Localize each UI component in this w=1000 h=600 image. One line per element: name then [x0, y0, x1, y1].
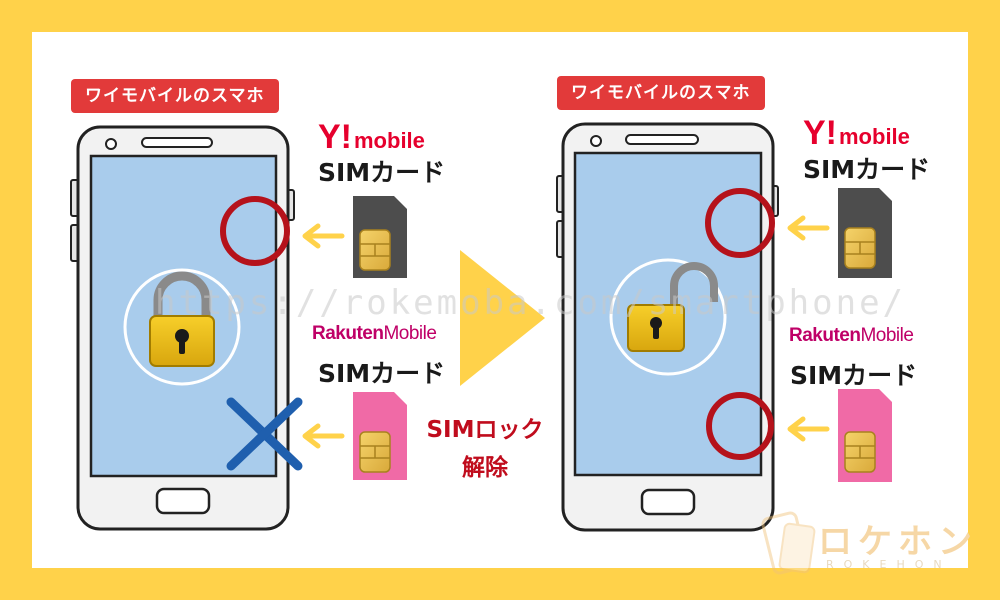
left-title-badge: ワイモバイルのスマホ: [71, 79, 279, 113]
left-rakuten-logo: RakutenMobile: [312, 323, 437, 345]
right-rakuten-logo: RakutenMobile: [789, 325, 914, 347]
right-lock-ring: [609, 258, 727, 376]
ymobile-logo-y: Y!: [803, 114, 837, 152]
right-rakuten-sim-icon: [838, 389, 892, 482]
left-ymobile-logo: Y!mobile: [318, 118, 425, 157]
right-phone: [556, 122, 779, 532]
right-phone-speaker: [625, 134, 699, 145]
right-ymobile-slot-ok-icon: [705, 188, 775, 258]
left-lock-ring: [123, 268, 241, 386]
left-rakuten-slot-cross-icon: [226, 397, 303, 471]
right-ymobile-sim-icon: [838, 188, 892, 278]
url-watermark: https://rokemoba.com/smartphone/: [155, 283, 907, 323]
left-phone: [70, 125, 303, 531]
rokehon-logo: ロケホン ROKEHON: [758, 510, 978, 580]
right-rakuten-slot-ok-icon: [706, 392, 774, 460]
center-play-arrow-icon: [460, 250, 545, 386]
right-ymobile-arrow-icon: [787, 215, 830, 241]
left-phone-camera: [105, 138, 117, 150]
rakuten-logo-a: Rakuten: [312, 323, 384, 344]
left-rakuten-sim-icon: [353, 392, 407, 480]
sim-unlock-label: SIMロック 解除: [420, 410, 550, 482]
left-phone-speaker: [141, 137, 213, 148]
left-ymobile-slot-ok-icon: [220, 196, 290, 266]
rokehon-logo-mark-icon: [761, 511, 816, 575]
rakuten-logo-b: Mobile: [860, 325, 914, 346]
rakuten-logo-b: Mobile: [383, 323, 437, 344]
rokehon-logo-subtext: ROKEHON: [826, 558, 952, 571]
rokehon-logo-text: ロケホン: [818, 522, 978, 562]
left-ymobile-sim-icon: [353, 196, 407, 278]
left-phone-home-button: [155, 487, 211, 515]
left-rakuten-sim-label: SIMカード: [318, 359, 446, 388]
right-rakuten-sim-label: SIMカード: [790, 361, 918, 390]
sim-unlock-line2: 解除: [462, 455, 508, 481]
ymobile-logo-y: Y!: [318, 118, 352, 156]
ymobile-logo-text: mobile: [354, 128, 425, 153]
left-padlock-shackle: [153, 271, 211, 318]
right-ymobile-logo: Y!mobile: [803, 114, 910, 153]
right-padlock-shackle: [670, 262, 718, 307]
rakuten-logo-a: Rakuten: [789, 325, 861, 346]
left-rakuten-arrow-icon: [302, 423, 345, 449]
right-title-badge: ワイモバイルのスマホ: [557, 76, 765, 110]
right-phone-home-button: [640, 488, 696, 516]
left-ymobile-arrow-icon: [302, 223, 345, 249]
right-ymobile-sim-label: SIMカード: [803, 155, 931, 184]
ymobile-logo-text: mobile: [839, 124, 910, 149]
right-rakuten-arrow-icon: [787, 416, 830, 442]
left-ymobile-sim-label: SIMカード: [318, 158, 446, 187]
right-phone-camera: [590, 135, 602, 147]
sim-unlock-line1: SIMロック: [426, 417, 544, 443]
